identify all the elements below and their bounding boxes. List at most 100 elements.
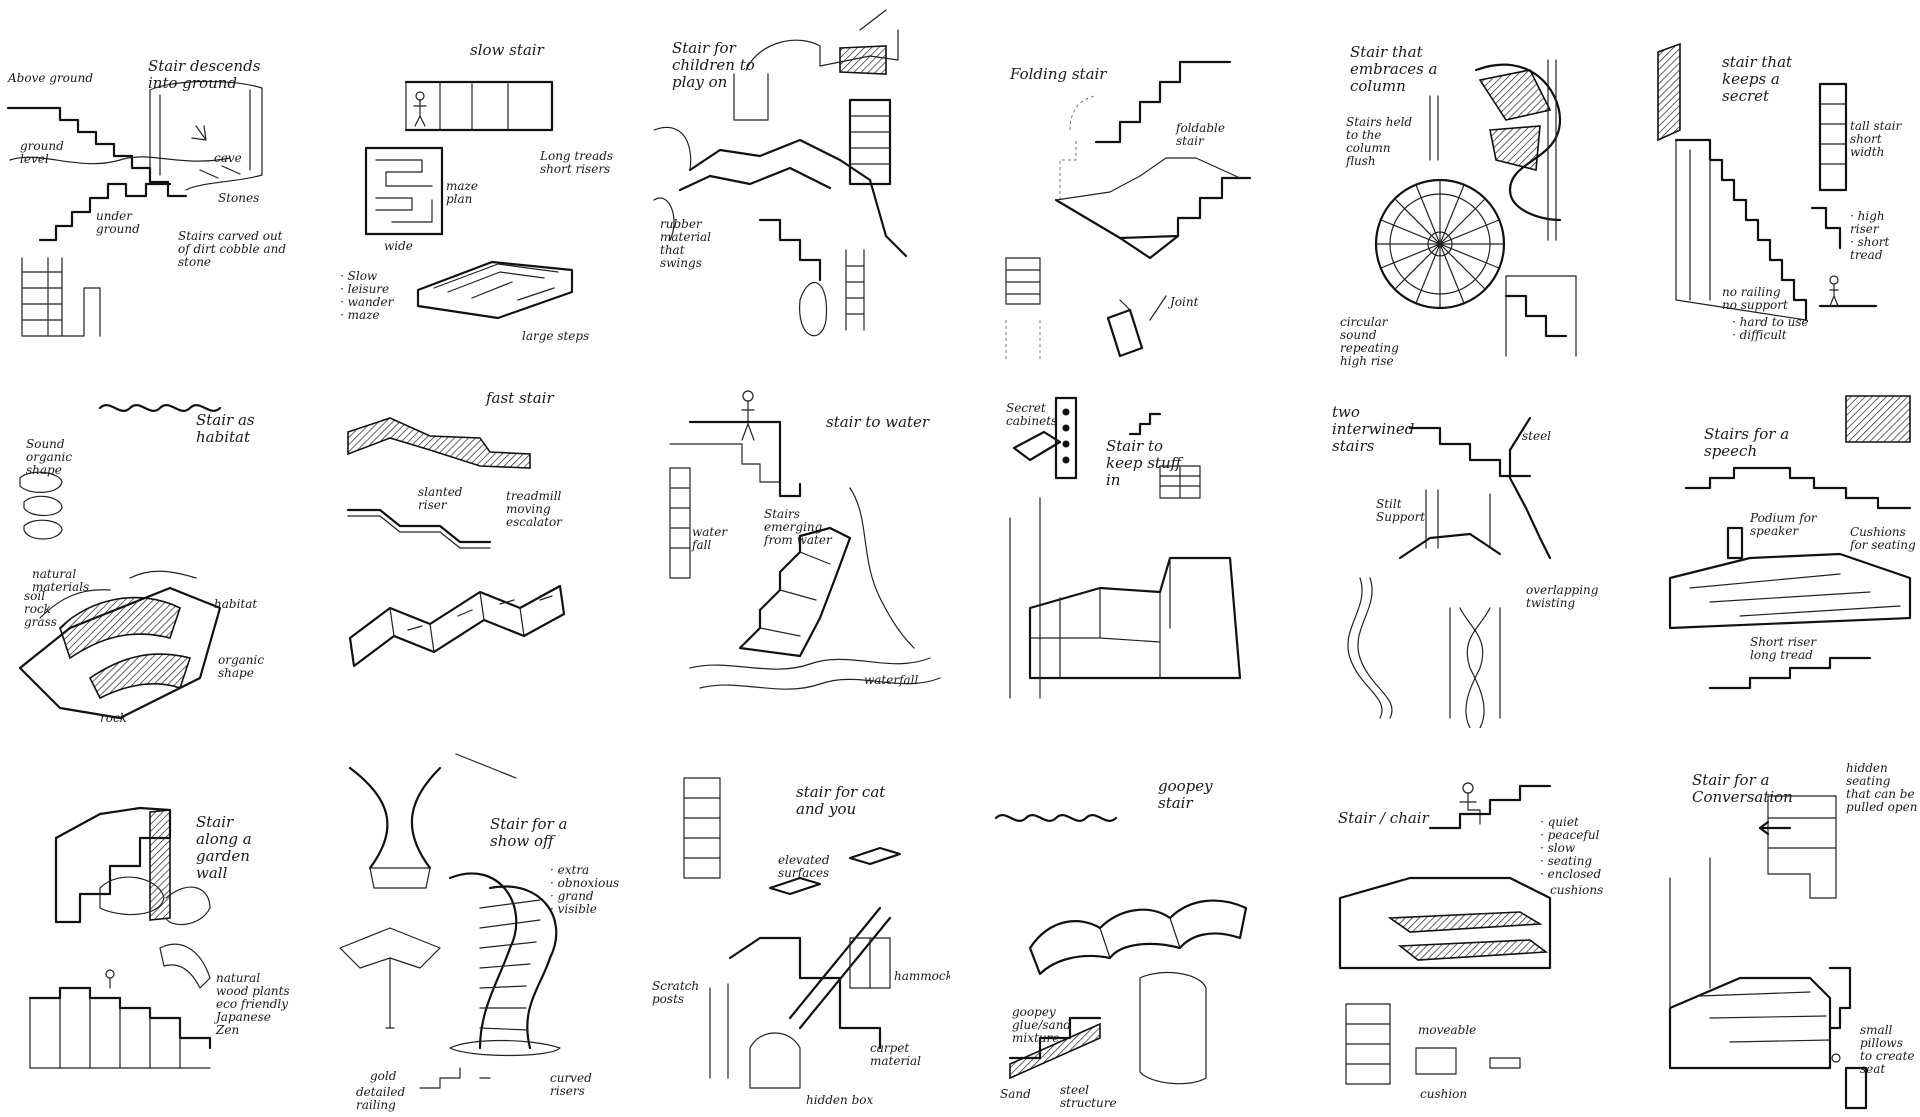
label-maze-plan: maze plan bbox=[446, 179, 478, 206]
panel-goopey-stair: goopey stair goopey glue/sand mixture Sa… bbox=[990, 748, 1270, 1117]
panel-cat-stair: stair for cat and you elevated surfaces … bbox=[650, 748, 950, 1117]
label-goopey-mix: goopey glue/sand mixture bbox=[1012, 1005, 1072, 1045]
panel-title: stair for cat and you bbox=[796, 783, 886, 818]
label-hidden-seating: hidden seating that can be pulled open bbox=[1846, 761, 1918, 814]
label-hammock: hammock bbox=[894, 969, 950, 983]
sketch-garden-stair bbox=[28, 806, 212, 1069]
sketch-habitat bbox=[18, 404, 222, 720]
label-under-ground: under ground bbox=[96, 209, 140, 236]
label-high-riser: · high riser · short tread bbox=[1850, 209, 1890, 262]
label-curved: curved risers bbox=[550, 1071, 592, 1098]
panel-title: Stair for a Conversation bbox=[1692, 771, 1793, 806]
label-long-treads: Long treads short risers bbox=[540, 149, 614, 176]
label-secret-cabinets: Secret cabinets bbox=[1006, 401, 1058, 428]
label-slanted: slanted riser bbox=[418, 485, 463, 512]
label-circular: circular sound repeating high rise bbox=[1340, 315, 1399, 368]
label-hard: · hard to use · difficult bbox=[1732, 315, 1809, 342]
label-podium: Podium for speaker bbox=[1750, 511, 1817, 538]
sketch-chair-stair bbox=[1338, 782, 1552, 1085]
panel-showoff-stair: Stair for a show off · extra · obnoxious… bbox=[330, 748, 620, 1117]
label-overlapping: overlapping twisting bbox=[1526, 583, 1599, 610]
label-emerging: Stairs emerging from water bbox=[764, 507, 832, 547]
label-stilt: Stilt Support bbox=[1376, 497, 1426, 524]
panel-slow-stair: slow stair maze plan Long treads short r… bbox=[322, 0, 622, 370]
panel-title: Stair along a garden wall bbox=[196, 813, 252, 882]
label-moveable: moveable bbox=[1418, 1023, 1477, 1037]
label-carpet: carpet material bbox=[870, 1041, 922, 1068]
label-organic: Sound organic shape bbox=[26, 437, 73, 477]
sketch-folding-stair bbox=[1005, 60, 1252, 360]
label-cushions: cushions bbox=[1550, 883, 1604, 897]
sketch-water-stair bbox=[669, 390, 941, 690]
panel-title: Stair descends into ground bbox=[148, 57, 261, 92]
label-stones: Stones bbox=[218, 191, 260, 205]
label-cushions: Cushions for seating bbox=[1850, 525, 1916, 552]
sketch-descending-stair bbox=[6, 80, 263, 337]
panel-title: Stair / chair bbox=[1338, 809, 1429, 827]
label-habitat: habitat bbox=[214, 597, 258, 611]
panel-intertwined-stair: two interwined stairs steel Stilt Suppor… bbox=[1330, 378, 1620, 728]
panel-title: Stairs for a speech bbox=[1704, 425, 1790, 460]
panel-column-stair: Stair that embraces a column Stairs held… bbox=[1330, 0, 1630, 370]
label-steel: steel bbox=[1522, 429, 1552, 443]
panel-title: Stair for children to play on bbox=[672, 39, 755, 91]
label-waterfall: waterfall bbox=[864, 673, 919, 687]
panel-fast-stair: fast stair slanted riser treadmill movin… bbox=[330, 378, 610, 728]
label-short-riser: Short riser long tread bbox=[1750, 635, 1817, 662]
label-rubber: rubber material that swings bbox=[660, 217, 712, 270]
label-natural: natural materials bbox=[32, 567, 90, 594]
label-quiet: · quiet · peaceful · slow · seating · en… bbox=[1540, 815, 1602, 881]
label-elevated: elevated surfaces bbox=[778, 853, 830, 880]
panel-stair-descends: Above ground Stair descends into ground … bbox=[0, 0, 310, 370]
label-small-pillows: small pillows to create seat bbox=[1860, 1023, 1915, 1076]
panel-title: slow stair bbox=[470, 41, 544, 59]
label-no-railing: no railing no support bbox=[1722, 285, 1788, 312]
sketch-storage-stair bbox=[1009, 396, 1242, 699]
label-wide: wide bbox=[384, 239, 413, 253]
panel-conversation-stair: Stair for a Conversation hidden seating … bbox=[1650, 748, 1920, 1117]
sketch-column-stair bbox=[1374, 59, 1577, 357]
panel-title: goopey stair bbox=[1158, 777, 1213, 812]
panel-title: Folding stair bbox=[1010, 65, 1107, 83]
label-organic-shape: organic shape bbox=[218, 653, 265, 680]
label-slow-list: · Slow · leisure · wander · maze bbox=[340, 269, 394, 322]
sketch-fast-stair bbox=[346, 417, 566, 668]
sketch-conversation-stair bbox=[1668, 795, 1868, 1110]
sketch-speech-stair bbox=[1668, 395, 1912, 690]
label-steel-structure: steel structure bbox=[1060, 1083, 1117, 1110]
label-tall-stair: tall stair short width bbox=[1850, 119, 1902, 159]
panel-title: stair to water bbox=[826, 413, 930, 431]
label-scratch: Scratch posts bbox=[652, 979, 700, 1006]
label-held-column: Stairs held to the column flush bbox=[1346, 115, 1413, 168]
panel-title: two interwined stairs bbox=[1332, 403, 1415, 455]
label-extra: · extra · obnoxious · grand · visible bbox=[550, 863, 620, 916]
panel-title: Stair as habitat bbox=[196, 411, 255, 446]
sketch-cat-stair bbox=[683, 777, 902, 1089]
panel-title: stair that keeps a secret bbox=[1722, 53, 1793, 105]
panel-title: fast stair bbox=[486, 389, 554, 407]
panel-title: Stair for a show off bbox=[490, 815, 568, 850]
label-gold: gold bbox=[370, 1069, 397, 1083]
panel-secret-stair: stair that keeps a secret tall stair sho… bbox=[1650, 0, 1920, 370]
label-foldable: foldable stair bbox=[1176, 121, 1225, 148]
label-water-fall: water fall bbox=[692, 525, 728, 552]
label-treadmill: treadmill moving escalator bbox=[506, 489, 562, 529]
sketch-goopey-stair bbox=[994, 814, 1248, 1085]
sketch-tall-stair bbox=[1657, 42, 1878, 322]
panel-children-stair: Stair for children to play on rubber mat… bbox=[650, 0, 950, 370]
label-joint: Joint bbox=[1170, 295, 1199, 309]
label-cave: cave bbox=[214, 151, 242, 165]
label-hidden-box: hidden box bbox=[806, 1093, 874, 1107]
panel-speech-stair: Stairs for a speech Podium for speaker C… bbox=[1650, 378, 1920, 728]
label-natural-wood: natural wood plants eco friendly Japanes… bbox=[216, 971, 290, 1037]
label-ground-level: ground level bbox=[20, 139, 64, 166]
label-cushion: cushion bbox=[1420, 1087, 1468, 1101]
panel-garden-stair: Stair along a garden wall natural wood p… bbox=[0, 748, 310, 1117]
panel-habitat-stair: Stair as habitat Sound organic shape nat… bbox=[0, 378, 310, 738]
label-above-ground: Above ground bbox=[8, 71, 94, 85]
label-large-steps: large steps bbox=[522, 329, 590, 343]
panel-folding-stair: Folding stair foldable stair Joint bbox=[990, 0, 1280, 370]
sketch-intertwined bbox=[1347, 416, 1552, 728]
sketch-play-stair bbox=[653, 9, 908, 337]
